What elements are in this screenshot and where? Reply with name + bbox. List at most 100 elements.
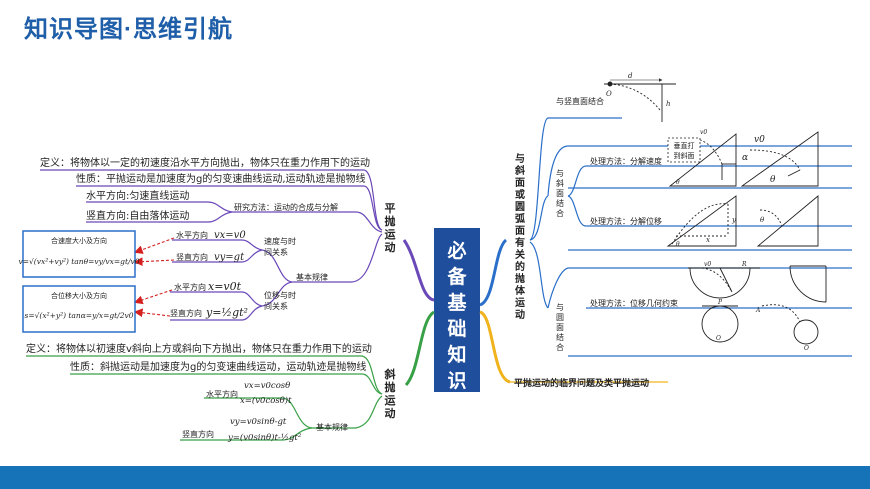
velocity-box-formula: v=√(vx²+vy²) tanθ=vy/vx=gt/v0 <box>19 257 140 266</box>
oblique-nature: 性质：斜抛运动是加速度为g的匀变速曲线运动，运动轨迹是抛物线 <box>70 360 366 373</box>
incline-label: 与 斜 面 结 合 <box>556 169 564 218</box>
formula-y: y=½gt² <box>205 306 248 319</box>
svg-text:基: 基 <box>446 291 467 314</box>
oblique-horizontal-label: 水平方向 <box>206 389 238 399</box>
disp-horizontal-label: 水平方向 <box>174 282 206 292</box>
formula-oblique-x: x=(v0cosθ)t <box>240 395 292 406</box>
oblique-connectors <box>26 355 383 441</box>
flat-nature: 性质：平抛运动是加速度为g的匀变速曲线运动,运动轨迹是抛物线 <box>76 172 366 185</box>
svg-text:体: 体 <box>515 284 526 297</box>
svg-text:运: 运 <box>385 228 396 241</box>
formula-vy: vy=gt <box>214 252 245 263</box>
iv-alpha-label: α <box>742 153 748 163</box>
oblique-definition: 定义：将物体以初速度v斜向上方或斜向下方抛出，物体只在重力作用下的运动 <box>26 342 372 355</box>
cf-r-label: R <box>741 261 747 268</box>
formula-oblique-y: y=(v0sinθ)t-½gt² <box>227 432 302 443</box>
diagram-incline-displacement <box>666 195 819 247</box>
svg-text:面: 面 <box>556 323 564 332</box>
svg-text:结: 结 <box>556 198 564 208</box>
branch-slope <box>479 238 508 307</box>
svg-text:与: 与 <box>556 303 564 312</box>
method-geometry: 处理方法：位移几何约束 <box>590 298 678 308</box>
svg-text:斜: 斜 <box>514 164 525 177</box>
cf-a-label: A <box>755 307 761 314</box>
svg-text:知: 知 <box>447 343 466 366</box>
cf-p-label: P <box>717 299 723 306</box>
flat-definition: 定义：将物体以一定的初速度沿水平方向抛出，物体只在重力作用下的运动 <box>40 156 370 169</box>
svg-text:动: 动 <box>385 406 396 420</box>
svg-text:斜: 斜 <box>556 178 564 188</box>
incline-velocity-box <box>667 137 701 163</box>
vertical-face-label: 与竖直面结合 <box>556 96 604 106</box>
displacement-box-formula: s=√(x²+y²) tanα=y/x=gt/2v0 <box>25 311 134 320</box>
svg-text:与: 与 <box>556 169 564 178</box>
formula-oblique-vx: vx=v0cosθ <box>244 381 290 391</box>
displacement-formula-box <box>22 285 136 333</box>
center-label: 必 备 基 础 知 识 <box>446 239 467 392</box>
flat-connectors <box>40 169 383 321</box>
svg-text:面: 面 <box>515 225 525 237</box>
disp-vertical-label: 竖直方向 <box>170 308 202 318</box>
svg-text:合: 合 <box>556 342 564 352</box>
velocity-formula-box <box>22 230 136 278</box>
svg-text:有: 有 <box>515 236 525 249</box>
box-text-1: 垂直打 <box>674 141 695 150</box>
svg-text:抛: 抛 <box>385 380 396 394</box>
svg-text:关: 关 <box>515 248 525 261</box>
svg-text:必: 必 <box>446 239 466 262</box>
oblique-label: 斜 抛 运 动 <box>384 367 396 420</box>
displacement-box-title: 合位移大小及方向 <box>51 291 107 300</box>
cf-v0-label: v0 <box>704 261 711 268</box>
formula-oblique-vy: vy=v0sinθ-gt <box>230 417 287 427</box>
oblique-vertical-label: 竖直方向 <box>182 429 214 439</box>
diagram-incline-velocity <box>668 131 819 187</box>
velocity-relation-label-2: 间关系 <box>264 247 288 257</box>
svg-text:斜: 斜 <box>384 367 396 381</box>
svg-text:弧: 弧 <box>515 212 525 225</box>
center-box <box>434 228 480 392</box>
id-theta-label-2: θ <box>676 241 680 248</box>
method-displacement: 处理方法：分解位移 <box>590 216 662 226</box>
branch-critical <box>479 310 511 384</box>
flat-vertical-motion: 竖直方向:自由落体运动 <box>86 209 189 222</box>
vf-h-label: h <box>666 100 671 108</box>
svg-text:运: 运 <box>515 297 525 309</box>
diagram-circle-face <box>688 265 827 345</box>
iv-v0-label: v0 <box>700 129 707 136</box>
svg-text:础: 础 <box>447 318 466 340</box>
method-velocity: 处理方法：分解速度 <box>590 156 662 166</box>
svg-text:抛: 抛 <box>515 272 525 285</box>
displacement-relation-label-2: 间关系 <box>264 301 288 311</box>
velocity-box-title: 合速度大小及方向 <box>51 236 107 245</box>
flat-label: 平 抛 运 动 <box>385 202 396 254</box>
cf-o2-label: O <box>804 345 809 352</box>
vel-vertical-label: 竖直方向 <box>176 252 208 262</box>
flat-horizontal-motion: 水平方向:匀速直线运动 <box>86 189 189 202</box>
id-y-label: y <box>731 216 737 224</box>
branch-oblique <box>404 310 435 387</box>
svg-text:动: 动 <box>515 308 525 321</box>
svg-text:面: 面 <box>556 189 564 198</box>
box-text-2: 到斜面 <box>674 151 695 160</box>
svg-text:结: 结 <box>556 332 564 342</box>
formula-vx: vx=v0 <box>214 230 246 241</box>
svg-text:运: 运 <box>385 394 396 407</box>
iv-v0-label-2: v0 <box>754 135 765 145</box>
svg-text:圆: 圆 <box>556 313 564 322</box>
svg-text:圆: 圆 <box>515 201 525 213</box>
svg-text:或: 或 <box>515 188 525 201</box>
red-arrows <box>133 237 175 318</box>
oblique-basic-law: 基本规律 <box>316 422 348 432</box>
formula-x: x=v0t <box>208 280 242 293</box>
svg-text:识: 识 <box>447 370 466 392</box>
svg-text:面: 面 <box>515 177 525 189</box>
cf-o-label: O <box>716 335 721 342</box>
slope-label: 与 斜 面 或 圆 弧 面 有 关 的 抛 体 运 动 <box>514 152 526 321</box>
branch-flat <box>402 239 435 302</box>
svg-text:备: 备 <box>446 265 467 288</box>
displacement-relation-label-1: 位移与时 <box>264 290 296 300</box>
vel-horizontal-label: 水平方向 <box>176 230 208 240</box>
diagram-vertical-face <box>604 78 676 122</box>
